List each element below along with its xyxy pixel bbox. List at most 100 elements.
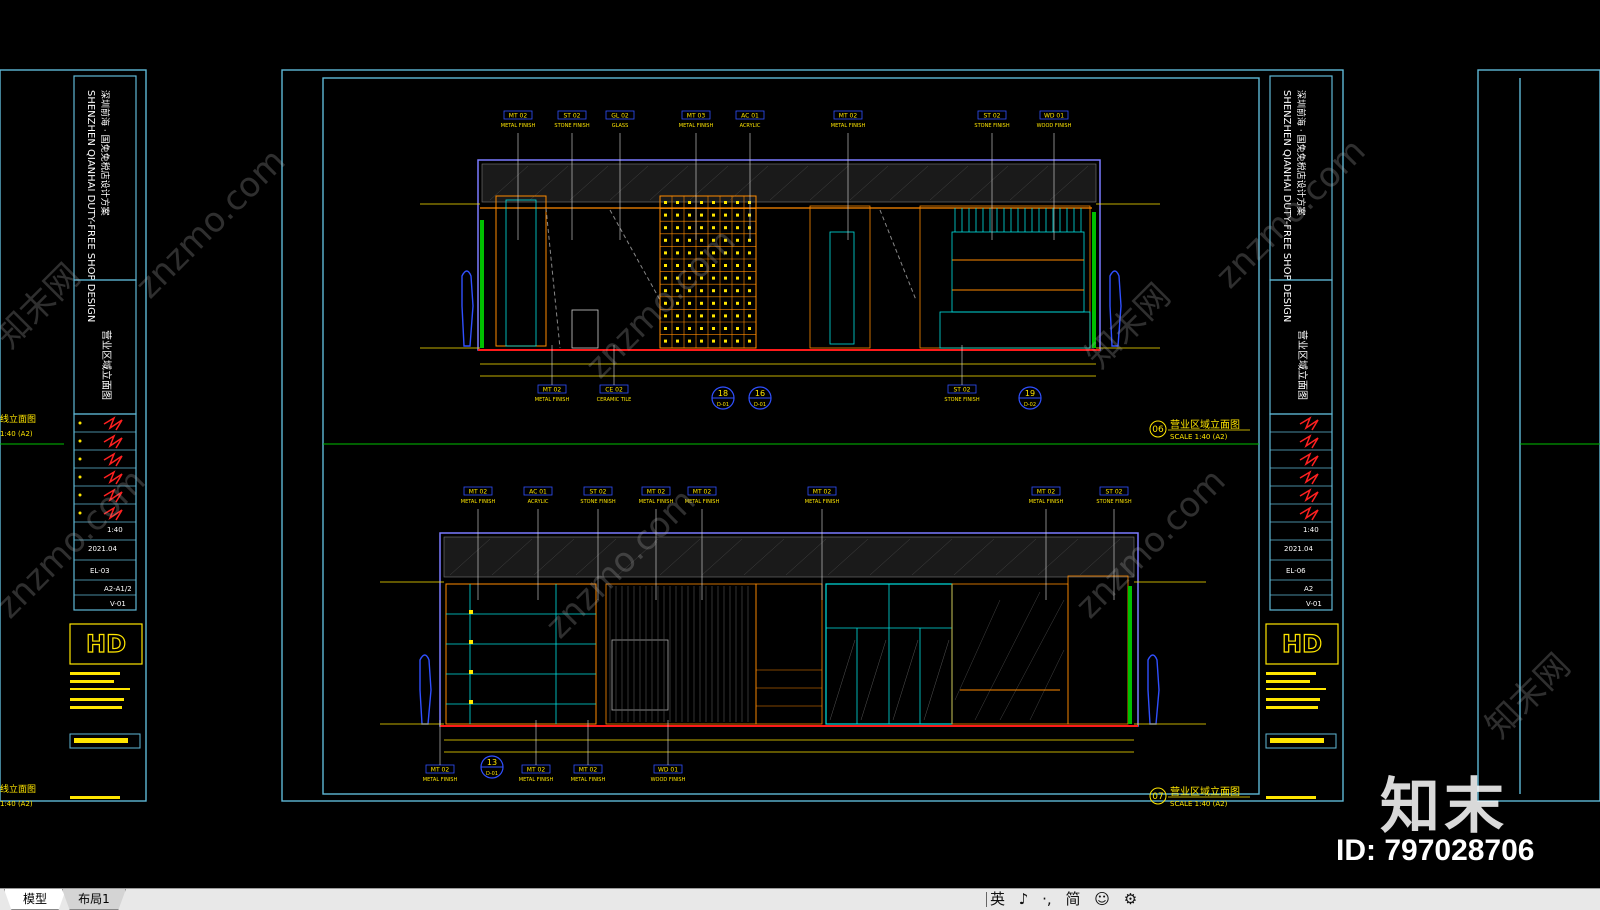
marker-sheet: D-02 — [1024, 402, 1036, 408]
callout-text: STONE FINISH — [580, 499, 615, 505]
marker-num: 16 — [755, 389, 765, 398]
elev07-figure-right — [1147, 654, 1160, 725]
callout-text: STONE FINISH — [974, 123, 1009, 129]
callout-code: ST 02 — [563, 113, 580, 120]
left-sheet-no: V-01 — [110, 600, 126, 608]
material-callout: MT 02 METAL FINISH — [639, 486, 674, 600]
section-marker[interactable]: 18D-01 — [711, 386, 735, 410]
elevation-07[interactable]: MT 02 METAL FINISH AC 01 ACRYLIC ST 02 STONE … — [380, 486, 1250, 808]
left-project-en: SHENZHEN QIANHAI DUTY-FREE SHOP DESIGN — [85, 90, 96, 322]
elev07-panel-wall — [605, 583, 757, 725]
status-separator — [986, 892, 987, 907]
right-logo: HD — [1282, 630, 1322, 658]
callout-text: METAL FINISH — [501, 123, 536, 129]
elev06-title[interactable]: 06 营业区域立面图 SCALE 1:40 (A2) — [1149, 418, 1250, 441]
callout-code: MT 02 — [647, 489, 666, 496]
right-sheet-no: V-01 — [1306, 600, 1322, 608]
material-callout: MT 02 METAL FINISH — [685, 486, 720, 600]
ime-simplified-icon[interactable]: 简 — [1065, 890, 1081, 908]
wm-diag-3: znzmo.com — [578, 221, 743, 386]
elev06-scale: SCALE 1:40 (A2) — [1170, 433, 1228, 441]
left-project-cn: 深圳前海 · 国免免税店设计方案 — [99, 90, 111, 216]
cad-drawing-canvas[interactable]: SHENZHEN QIANHAI DUTY-FREE SHOP DESIGN 深… — [0, 0, 1600, 888]
left-partial-scale-07: 1:40 (A2) — [0, 800, 33, 808]
callout-text: WOOD FINISH — [651, 777, 686, 783]
left-partial-title-06: 线立面图 — [0, 413, 36, 425]
marker-num: 19 — [1025, 389, 1035, 398]
callout-code: MT 02 — [527, 767, 546, 774]
callout-text: METAL FINISH — [519, 777, 554, 783]
layout-tab-bar: 模型 布局1 英 ♪ ·, 简 ☺ ⚙ — [0, 888, 1600, 910]
elev07-title-text: 营业区域立面图 — [1170, 785, 1240, 798]
callout-code: AC 01 — [529, 489, 547, 496]
right-date: 2021.04 — [1284, 545, 1313, 553]
callout-text: METAL FINISH — [461, 499, 496, 505]
ime-language-icon[interactable]: 英 — [990, 890, 1006, 908]
left-title-block: SHENZHEN QIANHAI DUTY-FREE SHOP DESIGN 深… — [0, 75, 143, 808]
tab-layout1[interactable]: 布局1 — [62, 889, 126, 910]
left-logo: HD — [86, 630, 126, 658]
callout-text: ACRYLIC — [528, 499, 549, 505]
material-callout: MT 02 METAL FINISH — [805, 486, 840, 600]
elev07-number: 07 — [1152, 792, 1163, 802]
elev07-callouts-top: MT 02 METAL FINISH AC 01 ACRYLIC ST 02 STONE … — [461, 486, 1132, 600]
elev07-figure-left — [419, 654, 432, 725]
left-drawing-no: EL-03 — [90, 567, 110, 575]
elev07-shelving — [445, 583, 597, 725]
center-sheet-border — [281, 69, 1344, 802]
callout-text: METAL FINISH — [679, 123, 714, 129]
left-partial-title-07: 线立面图 — [0, 783, 36, 795]
marker-sheet: D-01 — [717, 402, 729, 408]
right-title-block: SHENZHEN QIANHAI DUTY-FREE SHOP DESIGN 深… — [1265, 75, 1339, 799]
material-callout: MT 02 METAL FINISH — [519, 720, 554, 783]
wm-diag-2: znzmo.com — [128, 141, 293, 306]
callout-text: METAL FINISH — [805, 499, 840, 505]
callout-text: ACRYLIC — [740, 123, 761, 129]
callout-text: METAL FINISH — [423, 777, 458, 783]
left-partial-scale-06: 1:40 (A2) — [0, 430, 33, 438]
section-marker[interactable]: 19D-02 — [1018, 386, 1042, 410]
elev07-ceiling — [443, 536, 1135, 578]
callout-text: METAL FINISH — [685, 499, 720, 505]
ime-settings-icon[interactable]: ⚙ — [1123, 890, 1138, 908]
callout-code: MT 02 — [693, 489, 712, 496]
callout-text: STONE FINISH — [554, 123, 589, 129]
ime-moon-icon[interactable]: ♪ — [1018, 890, 1029, 908]
section-marker[interactable]: 16D-01 — [748, 386, 772, 410]
material-callout: WD 01 WOOD FINISH — [651, 720, 686, 783]
callout-text: METAL FINISH — [639, 499, 674, 505]
right-project-en: SHENZHEN QIANHAI DUTY-FREE SHOP DESIGN — [1281, 90, 1292, 322]
elev06-grid-wall — [659, 195, 757, 349]
elev06-figure-right — [1109, 270, 1122, 347]
ime-punctuation-icon[interactable]: ·, — [1042, 890, 1052, 908]
elev06-slat-panel — [954, 208, 1082, 232]
watermark-id: ID: 797028706 — [1336, 834, 1535, 867]
elev06-wall-left — [480, 220, 484, 348]
marker-num: 18 — [718, 389, 728, 398]
callout-text: STONE FINISH — [944, 397, 979, 403]
material-callout: ST 02 STONE FINISH — [580, 486, 616, 600]
left-drawing-title: 营业区域立面图 — [100, 330, 113, 400]
ime-emoji-icon[interactable]: ☺ — [1094, 890, 1110, 908]
callout-code: WD 01 — [658, 767, 678, 774]
elev07-title[interactable]: 07 营业区域立面图 SCALE 1:40 (A2) — [1149, 785, 1250, 808]
callout-code: MT 02 — [1037, 489, 1056, 496]
section-marker[interactable]: 13D-01 — [480, 755, 504, 779]
callout-code: MT 02 — [813, 489, 832, 496]
center-sheet-inner — [322, 77, 1260, 795]
tab-model[interactable]: 模型 — [4, 889, 66, 910]
elev06-section-markers: 18D-01 16D-01 19D-02 — [711, 386, 1042, 410]
elev06-display-case — [571, 309, 599, 349]
callout-code: MT 02 — [579, 767, 598, 774]
callout-code: ST 02 — [589, 489, 606, 496]
